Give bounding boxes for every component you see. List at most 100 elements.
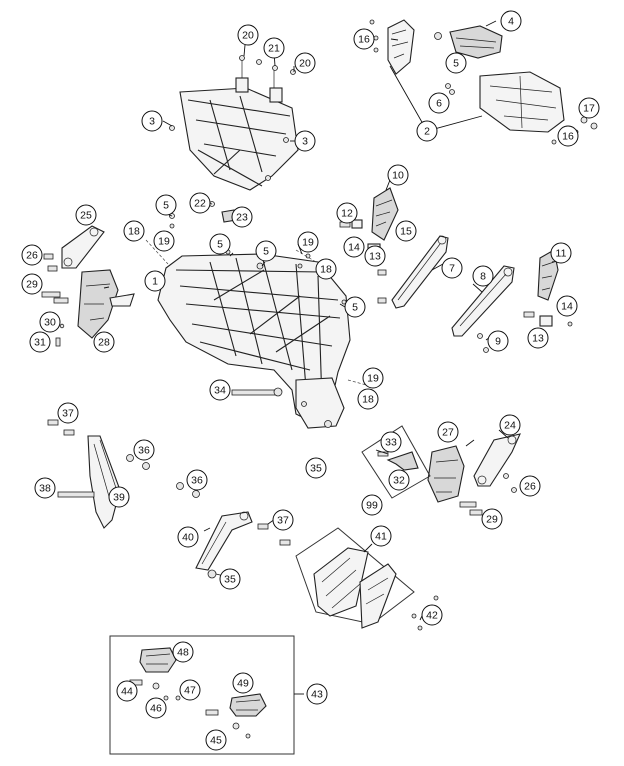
callout-number: 16 xyxy=(358,34,370,46)
callout-2: 2 xyxy=(416,120,438,142)
callout-circle xyxy=(209,233,231,255)
callout-number: 40 xyxy=(182,532,194,544)
callout-circle xyxy=(153,230,175,252)
callout-circle xyxy=(144,270,166,292)
callout-41: 41 xyxy=(370,525,392,547)
callout-circle xyxy=(93,331,115,353)
callout-number: 3 xyxy=(149,116,155,128)
callout-number: 22 xyxy=(194,198,206,210)
callout-37: 37 xyxy=(57,402,79,424)
callout-circle xyxy=(231,206,253,228)
callout-number: 39 xyxy=(113,492,125,504)
callout-circle xyxy=(343,236,365,258)
callout-circle xyxy=(263,37,285,59)
callout-circle xyxy=(344,296,366,318)
callout-15: 15 xyxy=(395,220,417,242)
callout-3: 3 xyxy=(294,130,316,152)
callout-circle xyxy=(75,204,97,226)
callout-23: 23 xyxy=(231,206,253,228)
callout-number: 13 xyxy=(369,251,381,263)
callout-19: 19 xyxy=(153,230,175,252)
callout-number: 38 xyxy=(39,483,51,495)
callout-circle xyxy=(219,568,241,590)
callout-30: 30 xyxy=(39,311,61,333)
callout-number: 9 xyxy=(495,336,501,348)
callout-circle xyxy=(500,10,522,32)
callout-circle xyxy=(481,508,503,530)
callout-number: 33 xyxy=(385,437,397,449)
callout-number: 1 xyxy=(152,276,158,288)
rear-subframe-upper xyxy=(169,55,299,191)
callout-number: 5 xyxy=(263,246,269,258)
callout-circle xyxy=(550,242,572,264)
callout-circle xyxy=(141,110,163,132)
callout-number: 18 xyxy=(320,264,332,276)
callout-circle xyxy=(123,220,145,242)
airbox-bracket-group xyxy=(369,19,598,145)
callout-39: 39 xyxy=(108,486,130,508)
callout-circle xyxy=(209,379,231,401)
callout-43: 43 xyxy=(306,683,328,705)
callout-35: 35 xyxy=(219,568,241,590)
callout-number: 44 xyxy=(121,686,133,698)
callout-24: 24 xyxy=(499,414,521,436)
callout-circle xyxy=(237,24,259,46)
callout-number: 41 xyxy=(375,531,387,543)
callout-26: 26 xyxy=(21,244,43,266)
callout-circle xyxy=(294,52,316,74)
callout-11: 11 xyxy=(550,242,572,264)
callout-circle xyxy=(437,421,459,443)
callout-46: 46 xyxy=(145,697,167,719)
callout-45: 45 xyxy=(205,729,227,751)
callout-circle xyxy=(177,526,199,548)
callout-number: 19 xyxy=(367,373,379,385)
callout-circle xyxy=(353,28,375,50)
callout-circle xyxy=(421,604,443,626)
callout-16: 16 xyxy=(557,125,579,147)
callout-circle xyxy=(362,367,384,389)
callout-5: 5 xyxy=(445,52,467,74)
callout-36: 36 xyxy=(133,439,155,461)
callout-49: 49 xyxy=(232,672,254,694)
callout-circle xyxy=(380,431,402,453)
callout-circle xyxy=(361,494,383,516)
callout-5: 5 xyxy=(344,296,366,318)
callout-number: 5 xyxy=(352,302,358,314)
callout-number: 6 xyxy=(436,98,442,110)
callout-number: 27 xyxy=(442,427,454,439)
callout-28: 28 xyxy=(93,331,115,353)
callout-circle xyxy=(557,125,579,147)
callout-circle xyxy=(395,220,417,242)
callout-22: 22 xyxy=(189,192,211,214)
callout-14: 14 xyxy=(343,236,365,258)
callout-circle xyxy=(232,672,254,694)
callout-circle xyxy=(578,97,600,119)
callout-20: 20 xyxy=(237,24,259,46)
callout-20: 20 xyxy=(294,52,316,74)
callout-number: 32 xyxy=(393,475,405,487)
callout-7: 7 xyxy=(441,257,463,279)
callout-number: 29 xyxy=(26,279,38,291)
callout-19: 19 xyxy=(362,367,384,389)
callout-34: 34 xyxy=(209,379,231,401)
callout-number: 43 xyxy=(311,689,323,701)
lower-brackets xyxy=(47,387,291,579)
callout-circle xyxy=(255,240,277,262)
callout-44: 44 xyxy=(116,680,138,702)
callout-circle xyxy=(297,231,319,253)
callout-number: 5 xyxy=(163,200,169,212)
callout-number: 21 xyxy=(268,43,280,55)
callout-number: 17 xyxy=(583,103,595,115)
callout-number: 48 xyxy=(177,647,189,659)
callout-number: 11 xyxy=(556,248,567,260)
callout-18: 18 xyxy=(357,388,379,410)
callout-circle xyxy=(57,402,79,424)
callout-circle xyxy=(527,327,549,349)
callout-number: 99 xyxy=(366,500,378,512)
frame-protector-kit xyxy=(295,527,439,631)
callout-5: 5 xyxy=(155,194,177,216)
callout-number: 2 xyxy=(424,126,430,138)
callout-26: 26 xyxy=(519,475,541,497)
